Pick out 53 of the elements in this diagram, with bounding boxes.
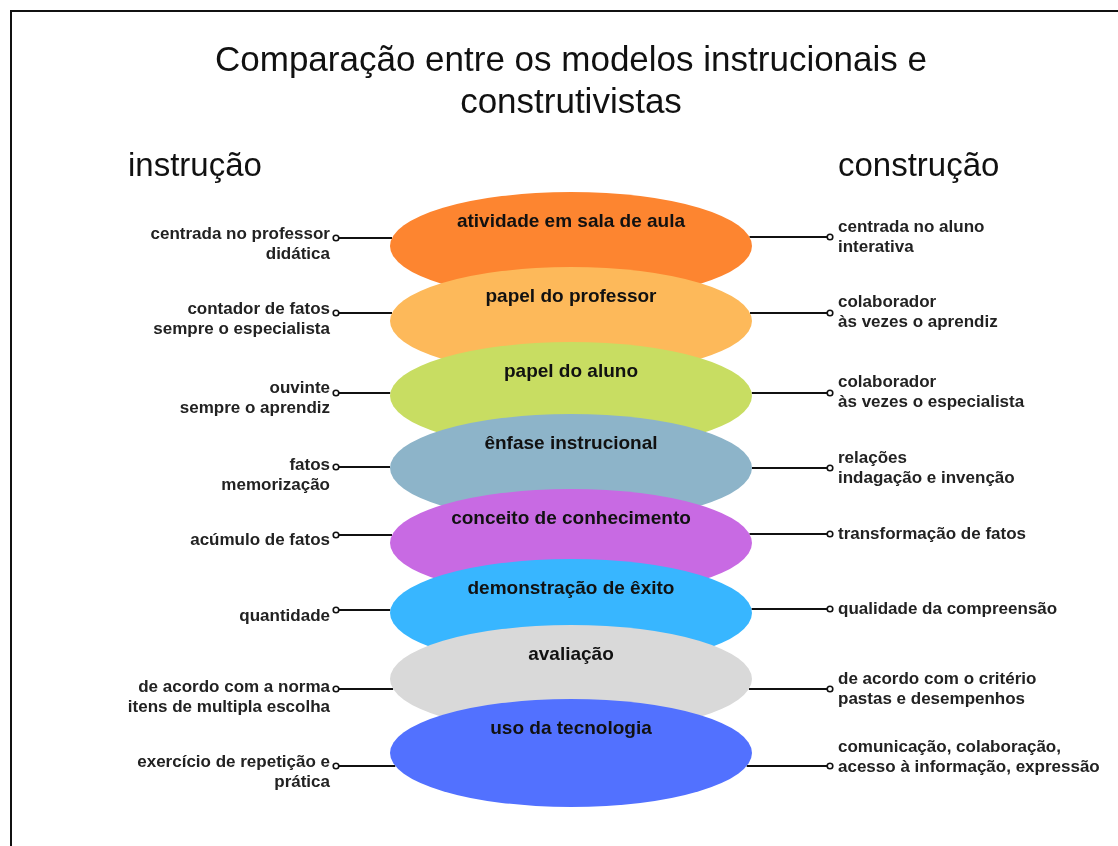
leader-line [332,685,395,693]
annotation-text: colaborador [838,292,938,312]
leader-line [332,606,392,614]
annotation-text: centrada no professor [149,224,330,244]
annotation-text: sempre o especialista [152,319,330,339]
leader-line [748,530,834,538]
annotation-text: quantidade [238,606,330,626]
band-label: papel do aluno [502,360,640,382]
annotation-text: transformação de fatos [838,524,1027,544]
diagram-title: Comparação entre os modelos instrucionais e construtivistas [214,38,928,122]
annotation-text: contador de fatos [186,299,330,319]
annotation-text: às vezes o aprendiz [838,312,999,332]
annotation-text: pastas e desempenhos [838,689,1027,709]
band-label: conceito de conhecimento [450,507,692,529]
leader-line [332,389,392,397]
annotation-text: interativa [838,237,915,257]
leader-line [750,605,834,613]
band-label: uso da tecnologia [489,717,653,739]
annotation-text: didática [264,244,330,264]
leader-line [749,309,834,317]
annotation-text: fatos [288,455,330,475]
band-label: avaliação [527,643,615,665]
leader-line [332,463,392,471]
leader-line [748,233,834,241]
leader-line [747,685,834,693]
annotation-text: sempre o aprendiz [178,398,330,418]
leader-line [332,234,393,242]
leader-line [750,389,834,397]
column-heading: construção [838,146,1000,184]
band-label: ênfase instrucional [483,432,659,454]
annotation-text: exercício de repetição e prática [136,752,330,792]
annotation-text: colaborador [838,372,938,392]
leader-line [332,531,393,539]
annotation-text: comunicação, colaboração, acesso à informação, expressão [838,737,1100,777]
leader-line [332,309,393,317]
annotation-text: itens de multipla escolha [126,697,330,717]
leader-line [332,762,397,770]
leader-line [745,762,834,770]
column-heading: instrução [128,146,262,184]
annotation-text: indagação e invenção [838,468,1016,488]
annotation-text: centrada no aluno [838,217,986,237]
annotation-text: de acordo com a norma [137,677,330,697]
annotation-text: às vezes o especialista [838,392,1026,412]
annotation-text: de acordo com o critério [838,669,1038,689]
annotation-text: qualidade da compreensão [838,599,1059,619]
band-label: papel do professor [484,285,658,307]
band-label: atividade em sala de aula [455,210,687,232]
annotation-text: memorização [220,475,330,495]
annotation-text: acúmulo de fatos [189,530,330,550]
annotation-text: relações [838,448,908,468]
annotation-text: ouvinte [268,378,330,398]
band-label: demonstração de êxito [466,577,676,599]
leader-line [751,464,834,472]
